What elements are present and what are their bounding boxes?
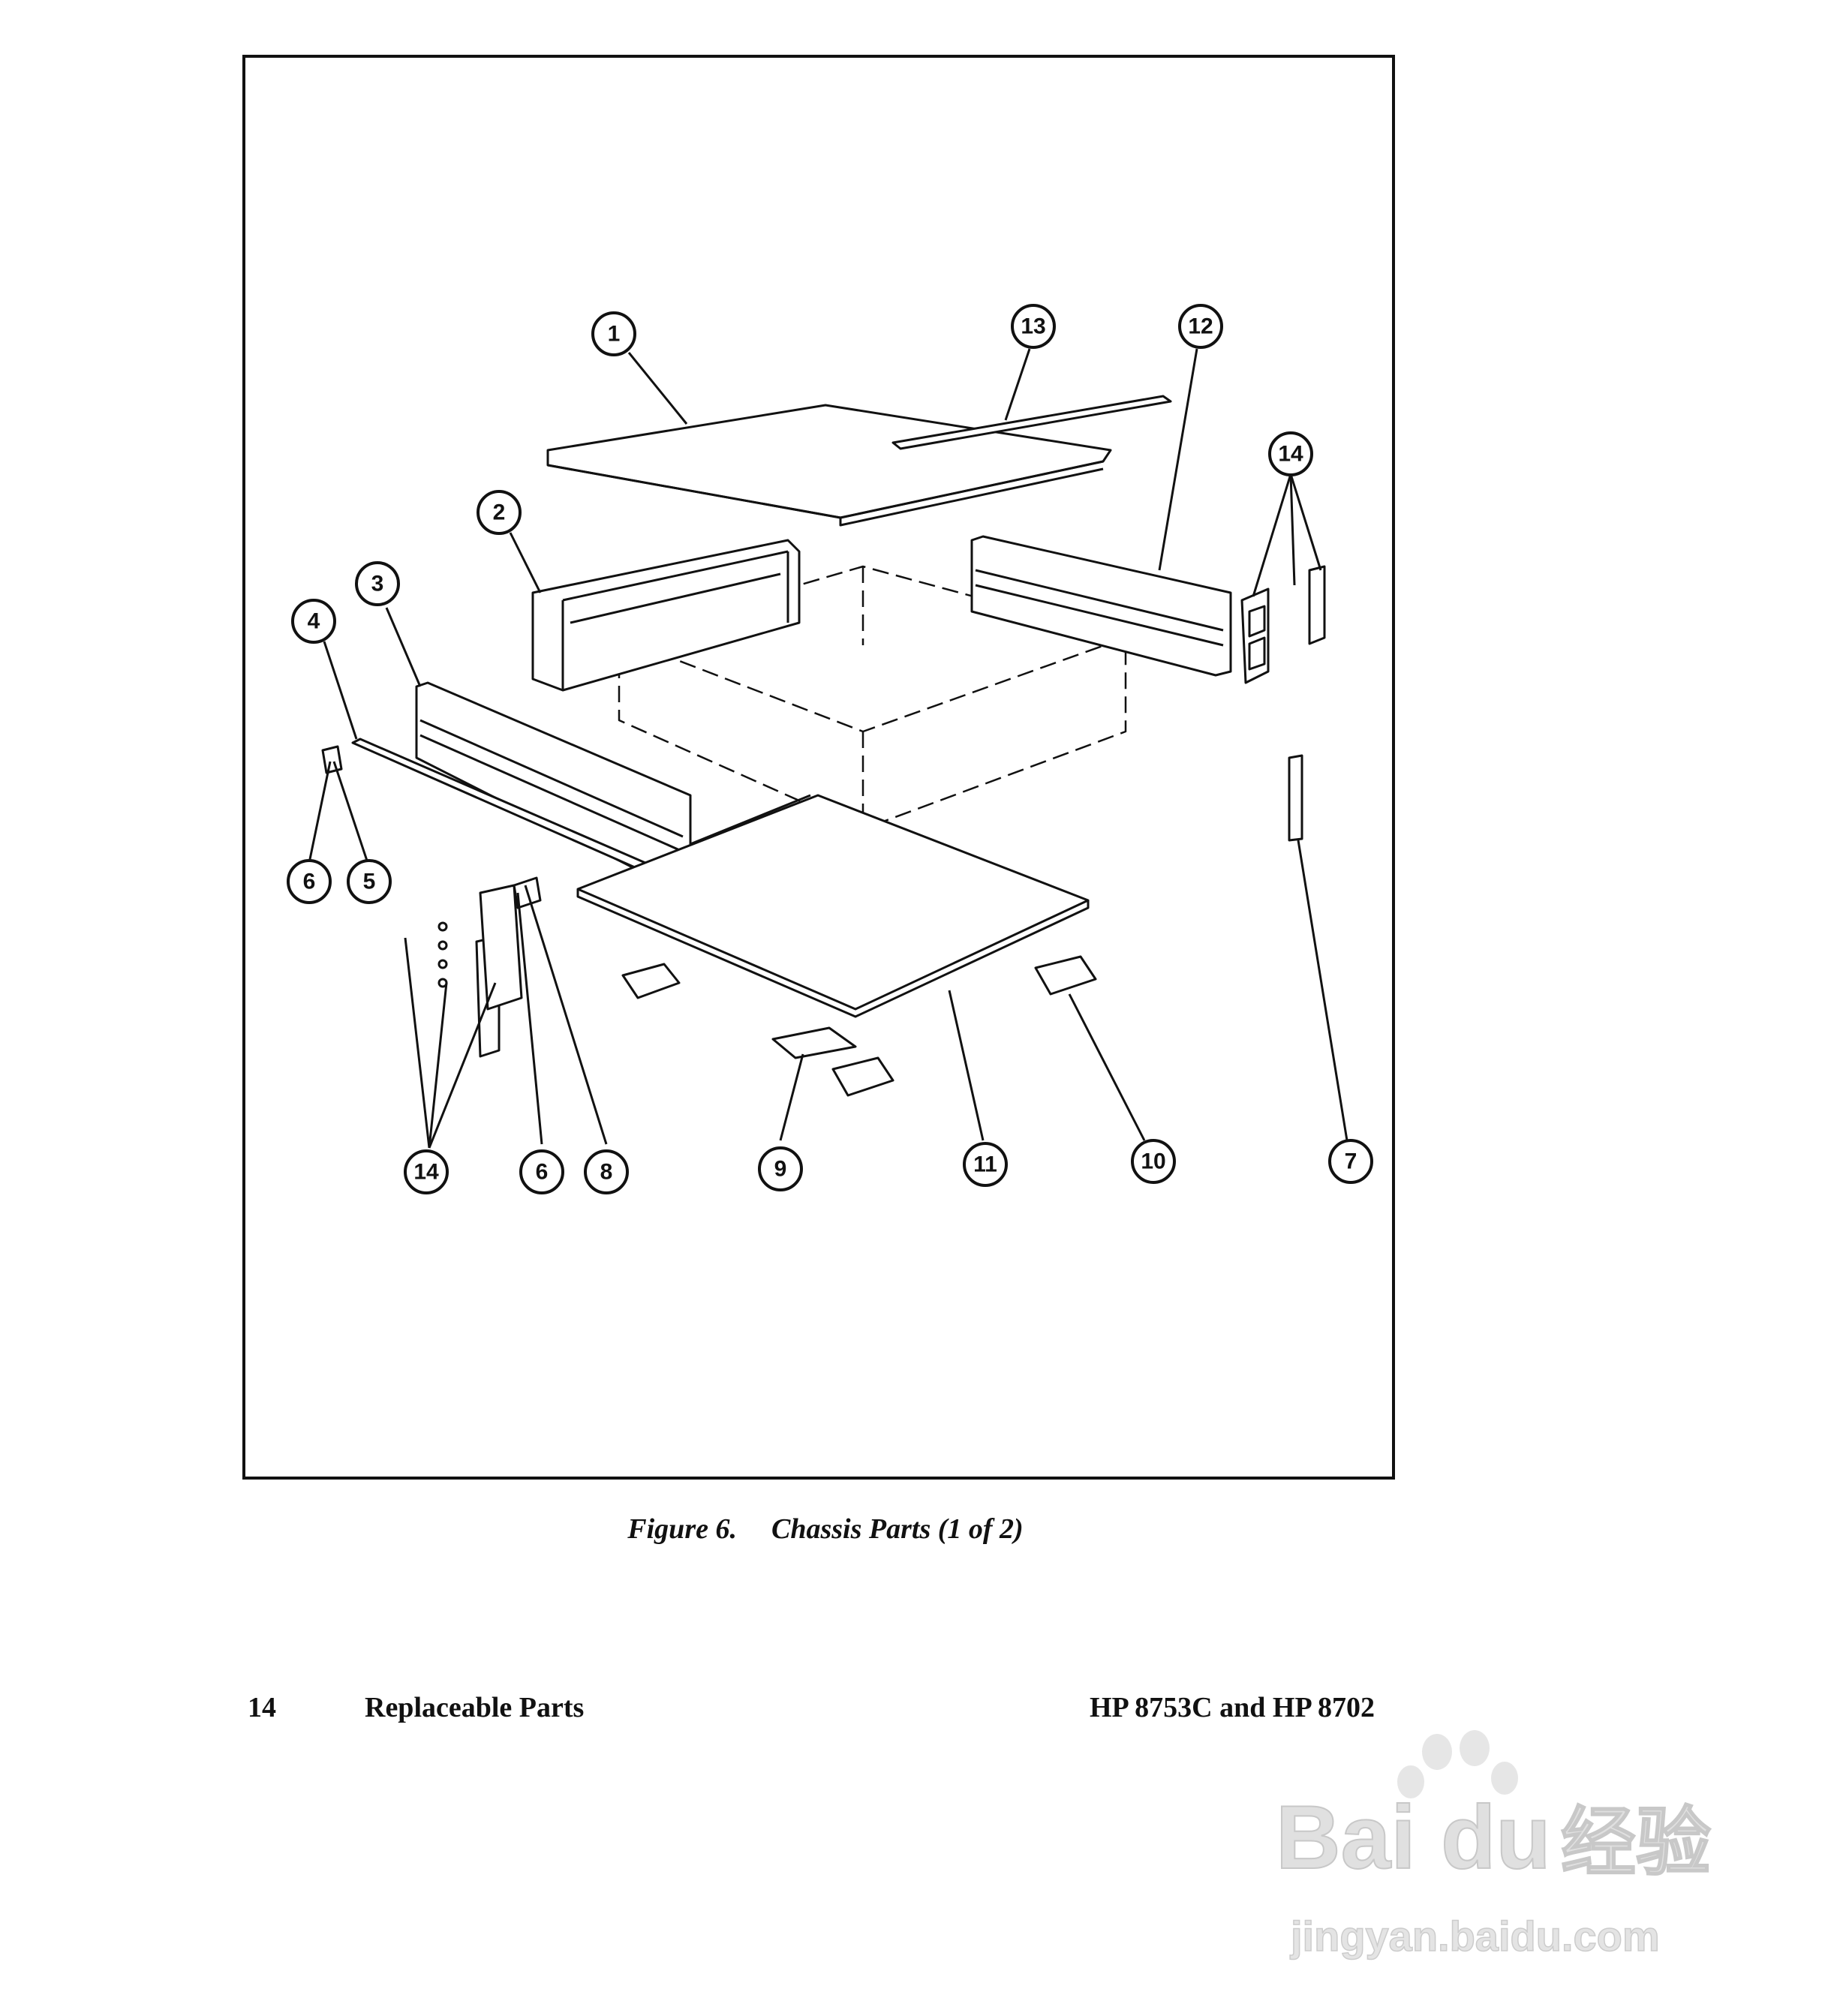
callout-7: 7: [1328, 1139, 1373, 1184]
svg-text:10: 10: [1141, 1149, 1165, 1174]
right-handle-part: [1240, 565, 1326, 684]
callout-8: 8: [584, 1149, 629, 1194]
svg-text:5: 5: [363, 870, 376, 894]
watermark-brand: Bai du: [1276, 1787, 1551, 1888]
figure-border: [242, 55, 1395, 1480]
svg-text:14: 14: [1278, 442, 1303, 467]
callout-4: 4: [291, 599, 336, 644]
foot-part-left: [621, 963, 894, 1097]
paw-logo-icon: [1397, 1730, 1518, 1798]
callout-14-left: 14: [404, 1149, 449, 1194]
svg-text:7: 7: [1345, 1149, 1357, 1174]
callout-13: 13: [1011, 304, 1056, 349]
svg-text:9: 9: [774, 1157, 787, 1182]
figure-caption-label: Figure 6.: [627, 1513, 737, 1545]
rear-frame-part: [531, 539, 801, 692]
leader-lines: [308, 348, 1348, 1149]
callout-11: 11: [963, 1142, 1008, 1187]
callout-10: 10: [1131, 1139, 1176, 1184]
product-name: HP 8753C and HP 8702: [1090, 1692, 1375, 1723]
callout-5: 5: [347, 859, 392, 904]
svg-text:12: 12: [1188, 314, 1213, 339]
section-title: Replaceable Parts: [365, 1692, 585, 1723]
svg-text:1: 1: [608, 322, 621, 347]
callout-2: 2: [477, 490, 522, 535]
svg-text:14: 14: [413, 1160, 439, 1185]
svg-text:11: 11: [973, 1152, 997, 1177]
svg-text:13: 13: [1021, 314, 1045, 339]
svg-text:3: 3: [371, 572, 384, 596]
page-number: 14: [248, 1692, 276, 1723]
callout-3: 3: [355, 561, 400, 606]
baidu-jingyan-watermark: Bai du 经验 jingyan.baidu.com: [1276, 1730, 1712, 1960]
top-trim-strip-part: [891, 395, 1172, 450]
callout-9: 9: [758, 1146, 803, 1191]
callout-12: 12: [1178, 304, 1223, 349]
screw-part: [321, 745, 343, 774]
watermark-url: jingyan.baidu.com: [1290, 1912, 1660, 1960]
svg-text:6: 6: [536, 1160, 549, 1185]
figure-caption: Figure 6. Chassis Parts (1 of 2): [0, 1513, 1651, 1546]
svg-text:2: 2: [493, 500, 506, 525]
svg-text:6: 6: [303, 870, 316, 894]
trim-strip-part: [1288, 754, 1303, 842]
figure-caption-text: Chassis Parts (1 of 2): [771, 1513, 1024, 1545]
bottom-cover-part: [576, 794, 1090, 1018]
left-handle-part: [437, 884, 523, 1058]
callout-6-left: 6: [287, 859, 332, 904]
watermark-chinese: 经验: [1561, 1801, 1711, 1885]
callout-14-right: 14: [1268, 431, 1313, 476]
svg-text:8: 8: [600, 1160, 613, 1185]
svg-text:4: 4: [308, 609, 320, 634]
callout-6-bottom: 6: [519, 1149, 564, 1194]
callout-1: 1: [591, 311, 636, 356]
right-side-rail-part: [970, 535, 1232, 677]
foot-part-right: [1034, 955, 1097, 996]
